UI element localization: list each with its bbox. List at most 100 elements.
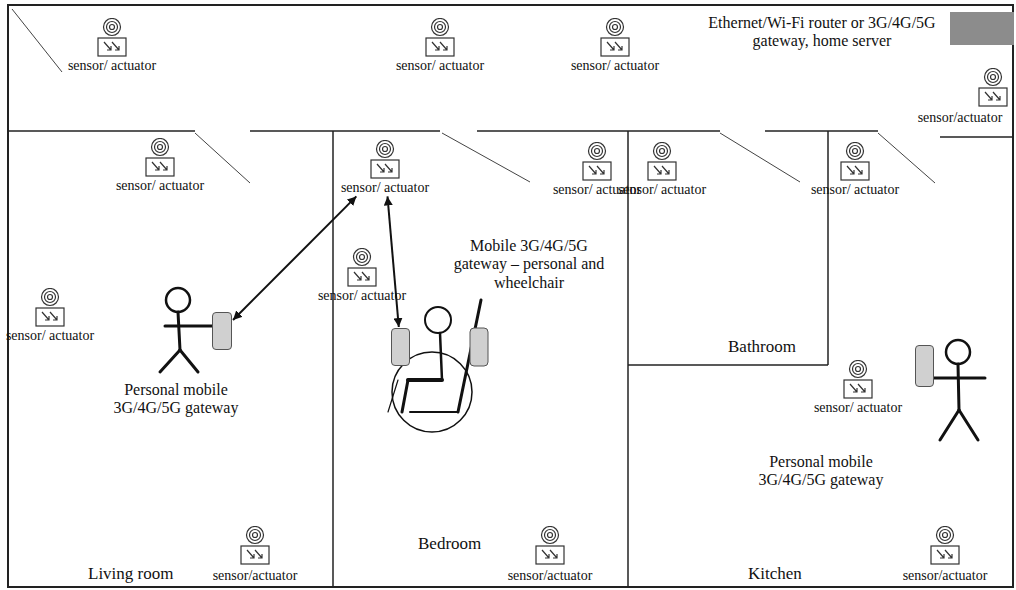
sensor-coil xyxy=(548,533,553,538)
sensor-label: sensor/actuator xyxy=(903,568,988,583)
sensor-icon xyxy=(239,526,271,566)
wall xyxy=(827,131,829,365)
sensor-icon xyxy=(929,526,961,566)
sensor-box xyxy=(98,38,126,56)
wall xyxy=(940,136,1013,138)
sensor-icon xyxy=(144,138,176,178)
sensor-icon xyxy=(96,18,128,58)
person-head xyxy=(425,307,451,333)
chair-frame xyxy=(410,411,458,413)
sensor-coil xyxy=(856,367,861,372)
sensor-arrow xyxy=(993,92,1000,100)
sensor-coil xyxy=(438,25,443,30)
sensor-arrow xyxy=(945,550,952,558)
sensor-label: sensor/ actuator xyxy=(114,178,206,193)
sensor-label: sensor/ actuator xyxy=(569,58,661,73)
sensor-arrow xyxy=(589,166,596,174)
sensor-box xyxy=(371,160,399,178)
sensor-arrow xyxy=(662,166,669,174)
sensor-arrow xyxy=(362,272,369,280)
gateway-label: Mobile 3G/4G/5G gateway – personal and w… xyxy=(449,237,609,292)
sensor-actuator: sensor/ actuator xyxy=(616,142,708,197)
sensor-coil xyxy=(250,530,261,541)
mobile-gateway: Personal mobile 3G/4G/5G gateway xyxy=(212,312,232,350)
sensor-arrow xyxy=(247,550,254,558)
sensor-actuator: sensor/actuator xyxy=(915,68,1006,126)
sensor-icon xyxy=(599,18,631,58)
sensor-label: sensor/ actuator xyxy=(4,328,96,343)
sensor-actuator: sensor/ actuator xyxy=(316,248,408,303)
sensor-label: sensor/ actuator xyxy=(616,182,708,197)
sensor-actuator: sensor/ actuator xyxy=(339,140,431,195)
gateway-label: Personal mobile 3G/4G/5G gateway xyxy=(736,453,906,490)
sensor-box xyxy=(536,546,564,564)
sensor-arrow xyxy=(937,550,944,558)
gateway-label: Personal mobile 3G/4G/5G gateway xyxy=(91,381,261,418)
sensor-coil xyxy=(943,533,948,538)
door-swing xyxy=(442,133,530,182)
sensor-icon xyxy=(534,526,566,566)
door-swing xyxy=(195,133,250,183)
sensor-coil xyxy=(380,144,391,155)
sensor-label: sensor/ actuator xyxy=(66,58,158,73)
sensor-coil xyxy=(357,252,368,263)
sensor-coil xyxy=(853,364,864,375)
sensor-coil xyxy=(937,527,954,544)
sensor-coil xyxy=(48,295,53,300)
mobile-gateway: Mobile 3G/4G/5G gateway – personal and w… xyxy=(391,328,410,366)
sensor-coil xyxy=(613,25,618,30)
sensor-coil xyxy=(850,146,861,157)
sensor-box xyxy=(931,546,959,564)
sensor-coil xyxy=(542,527,559,544)
sensor-arrow xyxy=(985,92,992,100)
sensor-arrow xyxy=(152,162,159,170)
connector-arrow xyxy=(387,196,398,327)
wall xyxy=(765,130,878,132)
sensor-coil xyxy=(592,146,603,157)
sensor-coil xyxy=(988,72,999,83)
sensor-label: sensor/actuator xyxy=(213,568,298,583)
person-leg xyxy=(160,350,180,372)
sensor-icon xyxy=(346,248,378,288)
sensor-coil xyxy=(660,149,665,154)
sensor-arrow xyxy=(847,166,854,174)
wall xyxy=(628,364,828,366)
sensor-coil xyxy=(432,19,449,36)
sensor-actuator: sensor/ actuator xyxy=(4,288,96,343)
sensor-icon xyxy=(839,142,871,182)
sensor-coil xyxy=(354,249,371,266)
sensor-arrow xyxy=(255,550,262,558)
wheelchair-user xyxy=(388,300,481,432)
person-head xyxy=(946,340,970,364)
door-swing xyxy=(720,133,800,182)
router-gateway: Ethernet/Wi-Fi router or 3G/4G/5G gatewa… xyxy=(950,12,1014,45)
person-leg xyxy=(959,410,978,440)
person-leg xyxy=(180,350,198,372)
sensor-icon xyxy=(977,68,1009,108)
person-living-room xyxy=(160,288,212,372)
person-kitchen xyxy=(934,340,985,440)
sensor-arrow xyxy=(112,42,119,50)
mobile-gateway: Personal mobile 3G/4G/5G gateway xyxy=(915,345,934,387)
sensor-coil xyxy=(110,25,115,30)
sensor-coil xyxy=(985,69,1002,86)
sensor-actuator: sensor/actuator xyxy=(505,526,596,584)
sensor-actuator: sensor/ actuator xyxy=(114,138,206,193)
sensor-arrow xyxy=(385,164,392,172)
outer-wall xyxy=(8,5,1013,587)
sensor-icon xyxy=(34,288,66,328)
sensor-coil xyxy=(847,143,864,160)
sensor-arrow xyxy=(50,312,57,320)
sensor-coil xyxy=(152,139,169,156)
sensor-box xyxy=(36,308,64,326)
sensor-actuator: sensor/ actuator xyxy=(66,18,158,73)
sensor-box xyxy=(844,380,872,398)
sensor-arrow xyxy=(432,42,439,50)
sensor-coil xyxy=(360,255,365,260)
sensor-arrow xyxy=(858,384,865,392)
sensor-arrow xyxy=(654,166,661,174)
sensor-label: sensor/ actuator xyxy=(809,182,901,197)
door-swing xyxy=(878,133,935,183)
person-body xyxy=(440,333,442,380)
